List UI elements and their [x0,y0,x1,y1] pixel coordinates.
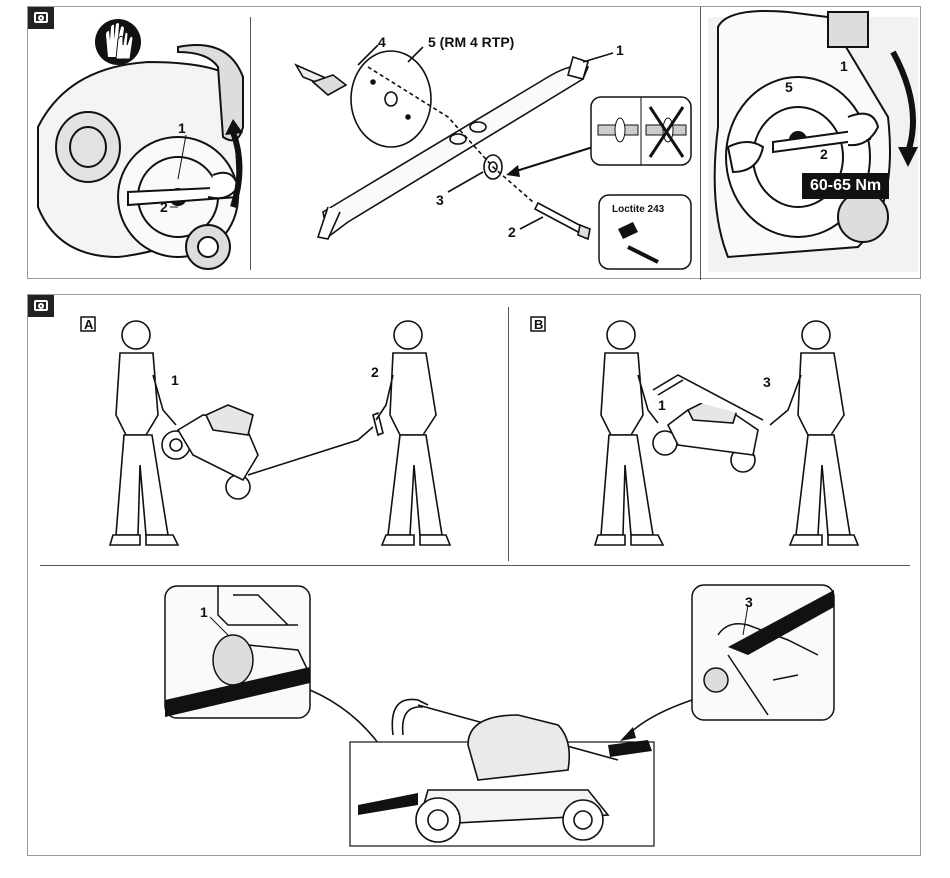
detail-label-3: 3 [745,594,753,610]
variant-a-label-2: 2 [371,364,379,380]
divider [508,307,509,561]
loctite-label: Loctite 243 [612,204,664,215]
center-label-5: 5 (RM 4 RTP) [428,34,514,50]
right-label-5: 5 [785,79,793,95]
variant-a-illustration [28,295,922,565]
detail-illustration [28,295,922,857]
divider [250,17,251,270]
center-label-2: 2 [508,224,516,240]
camera-icon [28,295,54,317]
variant-a-label-1: 1 [171,372,179,388]
left-illustration [28,7,258,280]
top-panel: 1 2 [27,6,921,279]
detail-label-1: 1 [200,604,208,620]
right-label-2: 2 [820,146,828,162]
bottom-panel: A 1 2 B [27,294,921,856]
right-label-1: 1 [840,58,848,74]
variant-b-badge: B [534,317,543,332]
variant-b-label-1: 1 [658,397,666,413]
variant-b-illustration [28,295,922,565]
variant-b-label-3: 3 [763,374,771,390]
divider [40,565,910,566]
center-label-3: 3 [436,192,444,208]
divider [700,7,701,280]
center-label-1: 1 [616,42,624,58]
center-label-4: 4 [378,34,386,50]
variant-a-badge: A [84,317,94,332]
torque-badge: 60-65 Nm [802,173,889,199]
